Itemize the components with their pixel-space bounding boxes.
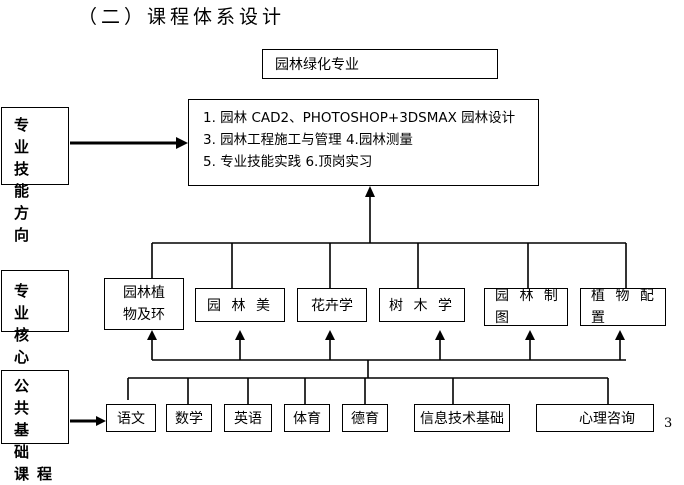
label-core: 专 业 核 心: [1, 270, 69, 366]
public-course-label: 信息技术基础: [420, 411, 504, 427]
major-label: 园林绿化专业: [275, 57, 359, 73]
public-course: 德育: [342, 404, 388, 432]
core-course: 树 木 学: [379, 288, 465, 322]
skills-line: 5. 专业技能实践 6.顶岗实习: [203, 154, 373, 170]
major-box: 园林绿化专业: [262, 49, 498, 79]
connector-lines: [70, 137, 627, 426]
public-course-label: 体育: [293, 411, 321, 427]
core-course: 植 物 配 置: [580, 288, 666, 326]
label-line: 专 业: [14, 282, 38, 322]
skills-box: 1. 园林 CAD2、PHOTOSHOP+3DSMAX 园林设计 3. 园林工程…: [188, 99, 539, 186]
core-course-line: 园 林 制: [495, 288, 561, 304]
label-line: 核 心: [14, 326, 38, 366]
core-course: 园 林 制 图: [484, 288, 568, 326]
skills-line: 1. 园林 CAD2、PHOTOSHOP+3DSMAX 园林设计: [203, 110, 516, 126]
core-course: 花卉学: [297, 288, 367, 322]
core-course-line: 置: [591, 310, 608, 326]
core-course-line: 树 木 学: [389, 298, 455, 314]
label-line: 课程: [14, 465, 61, 483]
public-course-label: 德育: [351, 411, 379, 427]
public-course: 数学: [166, 404, 212, 432]
core-course: 园林植 物及环: [104, 278, 184, 330]
label-public: 公 共 基 础 课程: [1, 370, 69, 483]
skills-arrowhead: [365, 186, 375, 197]
skills-line: 3. 园林工程施工与管理 4.园林测量: [203, 132, 413, 148]
public-course-label: 语文: [117, 411, 145, 427]
core-course-line: 园林植: [123, 285, 165, 301]
label-line: 技 能: [14, 160, 38, 200]
core-course-line: 花卉学: [311, 298, 353, 314]
label-line: 方 向: [14, 204, 38, 244]
label-line: 基 础: [14, 421, 38, 461]
public-course: 英语: [224, 404, 272, 432]
section-heading: （二）课程体系设计: [78, 6, 286, 28]
public-course-label: 数学: [175, 411, 203, 427]
public-course: 信息技术基础: [414, 404, 510, 432]
public-course-label: 英语: [234, 411, 262, 427]
core-course-line: 图: [495, 310, 512, 326]
core-course: 园 林 美: [195, 288, 285, 322]
page-number: 3: [664, 416, 673, 431]
core-course-line: 植 物 配: [591, 288, 657, 304]
skill-arrowhead: [176, 137, 188, 149]
core-course-line: 物及环: [123, 307, 165, 323]
core-course-line: 园 林 美: [207, 298, 273, 314]
public-course: 体育: [284, 404, 330, 432]
label-line: 公 共: [14, 377, 38, 417]
public-arrowhead: [96, 416, 106, 426]
public-course: 心理咨询: [536, 404, 654, 432]
label-skill-direction: 专 业 技 能 方 向: [1, 107, 69, 244]
public-course: 语文: [106, 404, 156, 432]
label-line: 专 业: [14, 116, 38, 156]
public-course-label: 心理咨询: [579, 411, 635, 427]
